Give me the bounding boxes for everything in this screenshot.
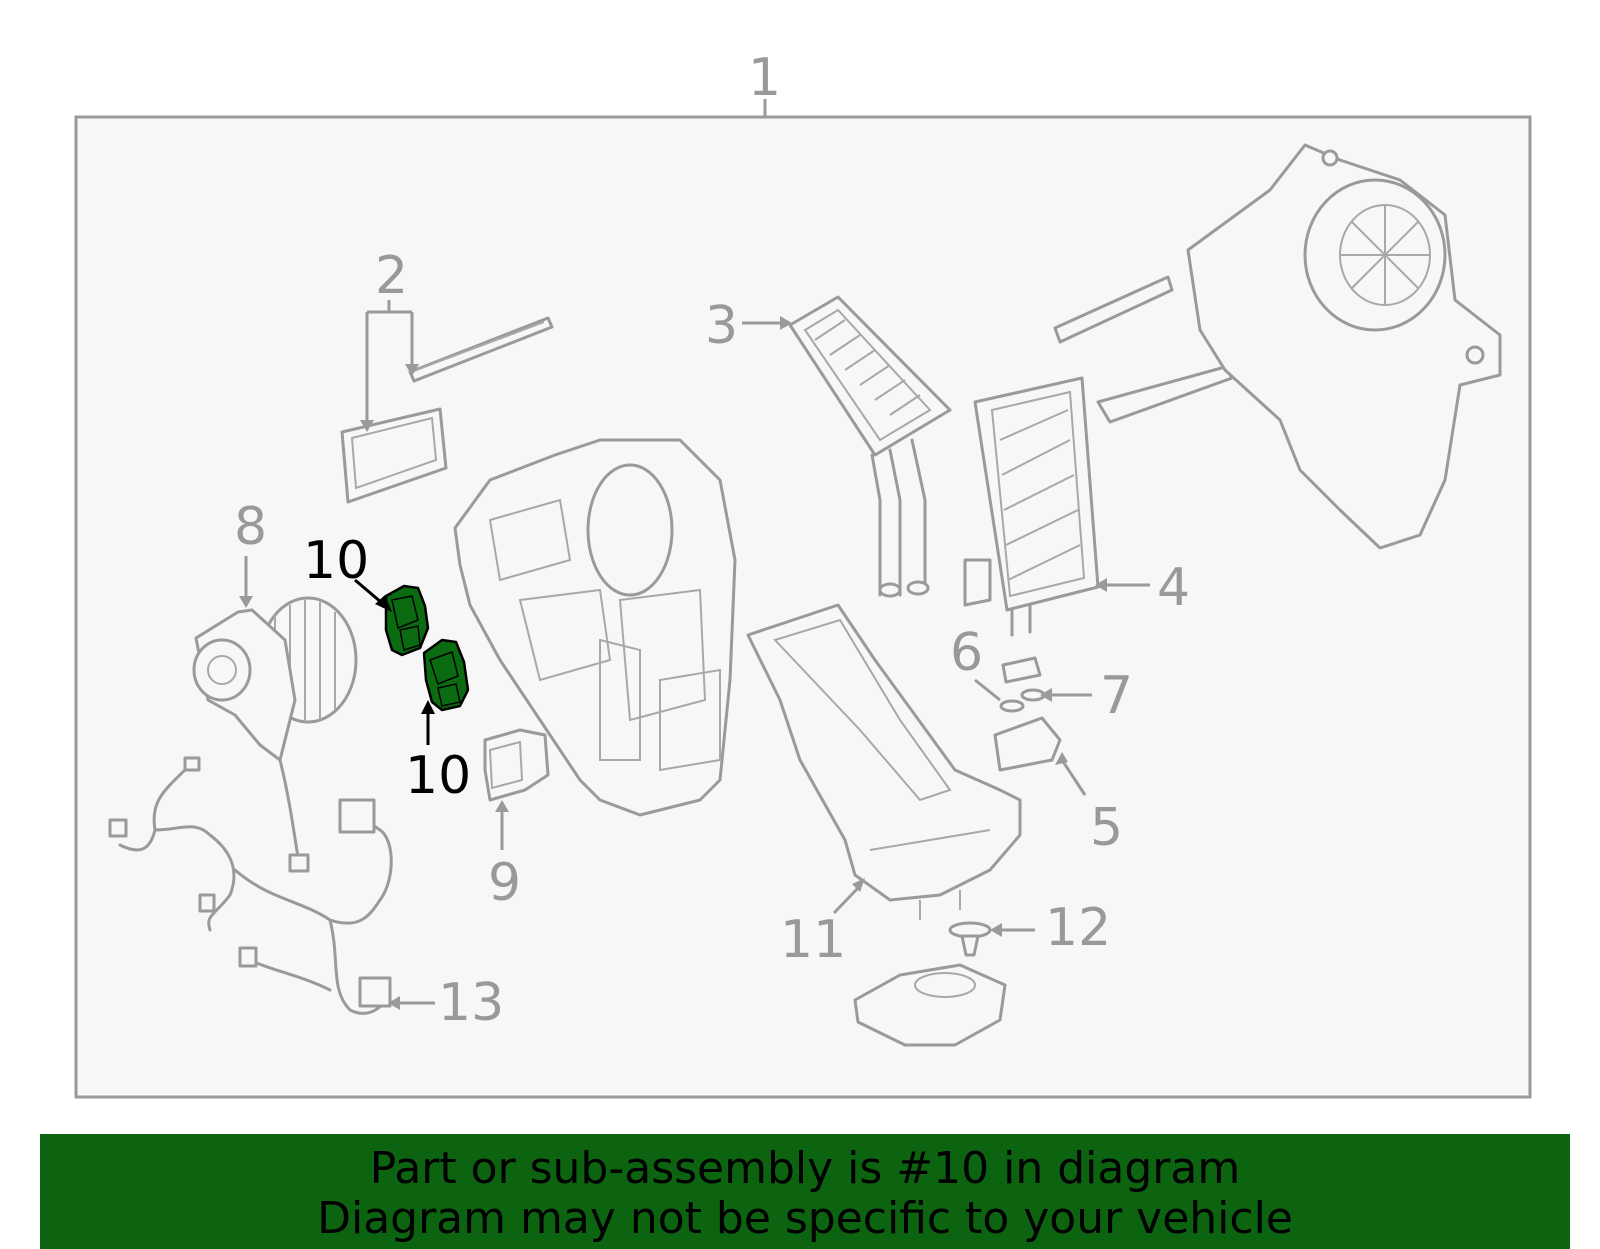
callout-6: 6 bbox=[950, 623, 983, 683]
banner-line-1: Part or sub-assembly is #10 in diagram bbox=[369, 1143, 1241, 1194]
callout-11: 11 bbox=[780, 910, 846, 970]
callout-10-upper: 10 bbox=[303, 531, 369, 591]
part-9-resistor bbox=[483, 728, 550, 850]
part-5-6-7 bbox=[974, 656, 1092, 796]
part-4-heater-core bbox=[963, 376, 1150, 637]
part-10-actuators bbox=[354, 578, 470, 745]
callout-4: 4 bbox=[1157, 558, 1190, 618]
part-8-blower-motor bbox=[192, 556, 358, 762]
callout-13: 13 bbox=[438, 973, 504, 1033]
callout-labels: 1 2 3 4 5 6 7 8 9 10 10 11 12 13 bbox=[234, 48, 1190, 1033]
callout-5: 5 bbox=[1090, 798, 1123, 858]
part-13-harness bbox=[108, 756, 435, 1015]
actuator-upper bbox=[384, 584, 430, 657]
part-12-clip bbox=[853, 921, 1035, 1047]
banner-line-2: Diagram may not be specific to your vehi… bbox=[317, 1193, 1293, 1244]
callout-8: 8 bbox=[234, 497, 267, 557]
callout-12: 12 bbox=[1045, 898, 1111, 958]
actuator-lower bbox=[422, 638, 470, 712]
upper-case-assembly bbox=[1186, 143, 1502, 550]
part-11-lower-case bbox=[746, 603, 1022, 920]
callout-7: 7 bbox=[1100, 666, 1133, 726]
callout-1: 1 bbox=[748, 48, 781, 108]
main-case bbox=[453, 438, 737, 817]
callout-9: 9 bbox=[488, 853, 521, 913]
part-3-evaporator-core bbox=[742, 295, 952, 598]
part-2-filters bbox=[340, 300, 554, 504]
info-banner: Part or sub-assembly is #10 in diagram D… bbox=[40, 1134, 1570, 1249]
callout-10-lower: 10 bbox=[405, 746, 471, 806]
callout-3: 3 bbox=[705, 296, 738, 356]
callout-2: 2 bbox=[375, 246, 408, 306]
